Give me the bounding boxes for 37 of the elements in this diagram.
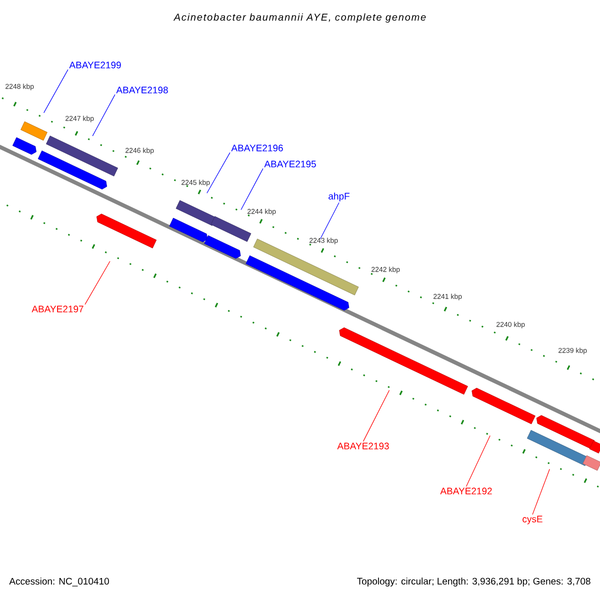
gene-bar [210, 216, 252, 242]
leader-line [240, 168, 264, 210]
gene-label: ABAYE2192 [440, 488, 492, 494]
leader-line [532, 468, 550, 515]
gene-label: ABAYE2199 [69, 62, 121, 68]
accession-text: Accession: NC_010410 [9, 578, 109, 586]
gene-bar [204, 235, 241, 259]
leader-line [206, 152, 230, 194]
gene-bar [20, 121, 48, 141]
gene-bar [582, 455, 600, 471]
gene-label: ahpF [328, 192, 350, 202]
leader-line [92, 94, 116, 136]
leader-line [362, 390, 390, 442]
gene-bar [589, 440, 600, 454]
leader-line [466, 435, 490, 487]
gene-bar [246, 255, 350, 311]
leader-line [44, 69, 68, 114]
gene-bar [253, 238, 359, 296]
leader-line [320, 202, 340, 240]
gene-label: ABAYE2197 [32, 306, 84, 312]
gene-label: ABAYE2195 [264, 160, 316, 168]
gene-bar [339, 327, 468, 395]
gene-bar [176, 200, 216, 226]
leader-line [84, 260, 110, 305]
gene-label: ABAYE2198 [116, 86, 168, 94]
gene-label: cysE [522, 516, 542, 524]
gene-bar [169, 218, 208, 242]
gene-bar [96, 214, 157, 248]
gene-label: ABAYE2193 [337, 442, 389, 450]
gene-bar [472, 388, 536, 424]
gene-bar [38, 150, 108, 190]
title: Acinetobacter baumannii AYE, complete genome [173, 13, 426, 23]
gene-bar [12, 137, 36, 155]
gene-bar [536, 415, 595, 449]
gene-label: ABAYE2196 [231, 144, 283, 152]
genome-info-text: Topology: circular; Length: 3,936,291 bp; Genes: 3,708 [357, 578, 590, 586]
gene-bar [46, 136, 118, 176]
